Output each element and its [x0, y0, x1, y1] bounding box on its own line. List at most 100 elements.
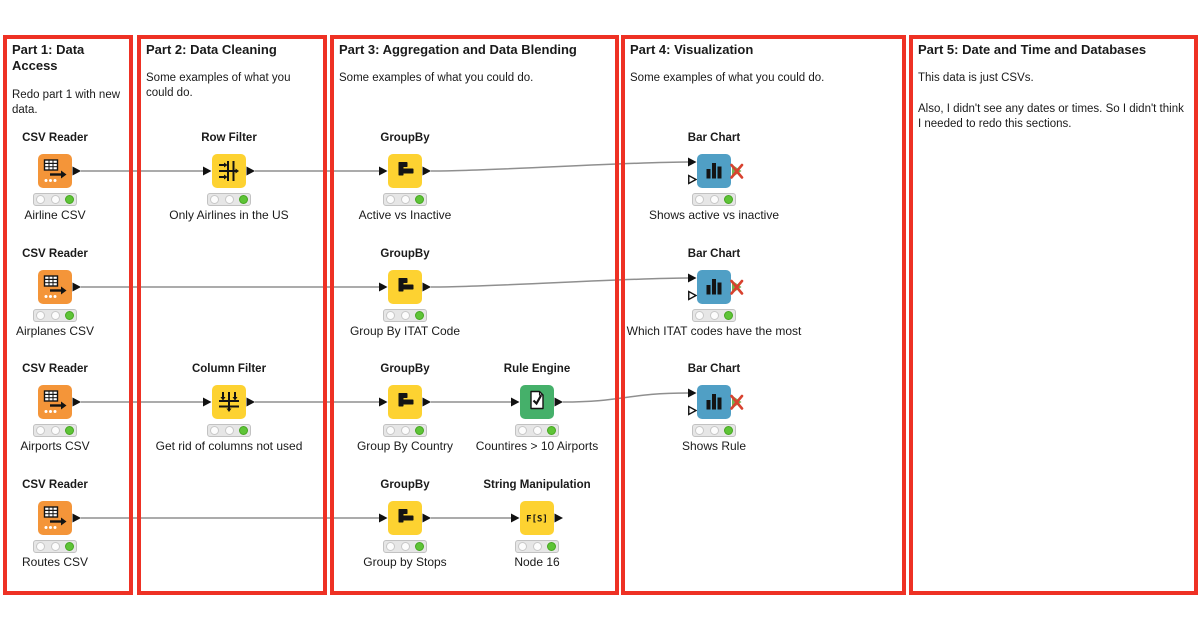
- node-type-title: Column Filter: [191, 363, 267, 375]
- traffic-light: [33, 309, 77, 322]
- annotation-title: Part 2: Data Cleaning: [146, 42, 277, 57]
- node-type-title: CSV Reader: [22, 248, 88, 260]
- node-name-label[interactable]: Active vs Inactive: [358, 208, 452, 222]
- status-light-on: [65, 426, 74, 435]
- status-light-off: [518, 426, 527, 435]
- status-light-off: [386, 426, 395, 435]
- status-light-off: [50, 542, 60, 551]
- node-name-label[interactable]: Which ITAT codes have the most: [626, 324, 802, 338]
- node-type-title: Bar Chart: [687, 363, 741, 375]
- node-body[interactable]: [20, 152, 90, 190]
- csv-table-arrow-icon: [38, 385, 81, 419]
- red-x-mark-icon: [730, 279, 744, 295]
- status-light-on: [65, 542, 74, 551]
- status-light-off: [400, 426, 410, 435]
- status-light-on: [239, 195, 248, 204]
- traffic-light: [383, 540, 427, 553]
- row-filter-arrows-icon: [203, 154, 255, 188]
- traffic-light: [383, 424, 427, 437]
- node-name-label[interactable]: Airplanes CSV: [15, 324, 95, 338]
- node-body[interactable]: [20, 268, 90, 306]
- csv-table-arrow-icon: [38, 154, 81, 188]
- node-body[interactable]: [679, 152, 749, 190]
- csv-table-arrow-icon: [38, 501, 81, 535]
- node-name-label[interactable]: Routes CSV: [21, 555, 89, 569]
- node-body[interactable]: [194, 383, 264, 421]
- connection-line[interactable]: [562, 392, 689, 403]
- node-body[interactable]: [370, 268, 440, 306]
- connection-line[interactable]: [430, 161, 689, 172]
- annotation-title: Part 1: Data Access: [12, 42, 85, 74]
- status-light-off: [224, 195, 234, 204]
- status-light-off: [709, 311, 719, 320]
- node-body[interactable]: [370, 152, 440, 190]
- node-body[interactable]: F[S]: [502, 499, 572, 537]
- traffic-light: [383, 309, 427, 322]
- traffic-light: [207, 193, 251, 206]
- node-name-label[interactable]: Airports CSV: [20, 439, 90, 453]
- svg-text:F[S]: F[S]: [526, 515, 548, 525]
- node-body[interactable]: [502, 383, 572, 421]
- status-light-off: [695, 311, 704, 320]
- traffic-light: [33, 424, 77, 437]
- node-name-label[interactable]: Get rid of columns not used: [155, 439, 303, 453]
- bar-chart-icon: [688, 270, 744, 304]
- status-light-on: [415, 311, 424, 320]
- node-body[interactable]: [370, 499, 440, 537]
- status-light-on: [415, 195, 424, 204]
- node-name-label[interactable]: Only Airlines in the US: [169, 208, 289, 222]
- status-light-off: [386, 542, 395, 551]
- annotation-body: Some examples of what you could do.: [146, 72, 291, 100]
- node-type-title: CSV Reader: [22, 479, 88, 491]
- status-light-off: [695, 426, 704, 435]
- node-name-label[interactable]: Node 16: [514, 555, 560, 569]
- node-name-label[interactable]: Group by Stops: [363, 555, 447, 569]
- status-light-off: [532, 426, 542, 435]
- node-name-label[interactable]: Group By ITAT Code: [349, 324, 461, 338]
- node-name-label[interactable]: Shows Rule: [681, 439, 747, 453]
- node-type-title: CSV Reader: [22, 132, 88, 144]
- traffic-light: [383, 193, 427, 206]
- connection-line[interactable]: [430, 277, 689, 288]
- node-body[interactable]: [20, 383, 90, 421]
- node-body[interactable]: [679, 268, 749, 306]
- status-light-off: [50, 311, 60, 320]
- status-light-off: [400, 311, 410, 320]
- node-type-title: GroupBy: [380, 132, 430, 144]
- node-body[interactable]: [370, 383, 440, 421]
- bar-chart-icon: [688, 154, 744, 188]
- node-name-label[interactable]: Countires > 10 Airports: [475, 439, 599, 453]
- status-light-off: [36, 542, 45, 551]
- groupby-merge-icon: [379, 385, 431, 419]
- red-x-mark-icon: [730, 394, 744, 410]
- status-light-off: [210, 195, 219, 204]
- annotation-title: Part 5: Date and Time and Databases: [918, 42, 1147, 57]
- traffic-light: [692, 193, 736, 206]
- node-name-label[interactable]: Group By Country: [356, 439, 454, 453]
- node-name-label[interactable]: Shows active vs inactive: [648, 208, 780, 222]
- node-body[interactable]: [20, 499, 90, 537]
- node-body[interactable]: [194, 152, 264, 190]
- node-name-label[interactable]: Airline CSV: [24, 208, 86, 222]
- node-body[interactable]: [679, 383, 749, 421]
